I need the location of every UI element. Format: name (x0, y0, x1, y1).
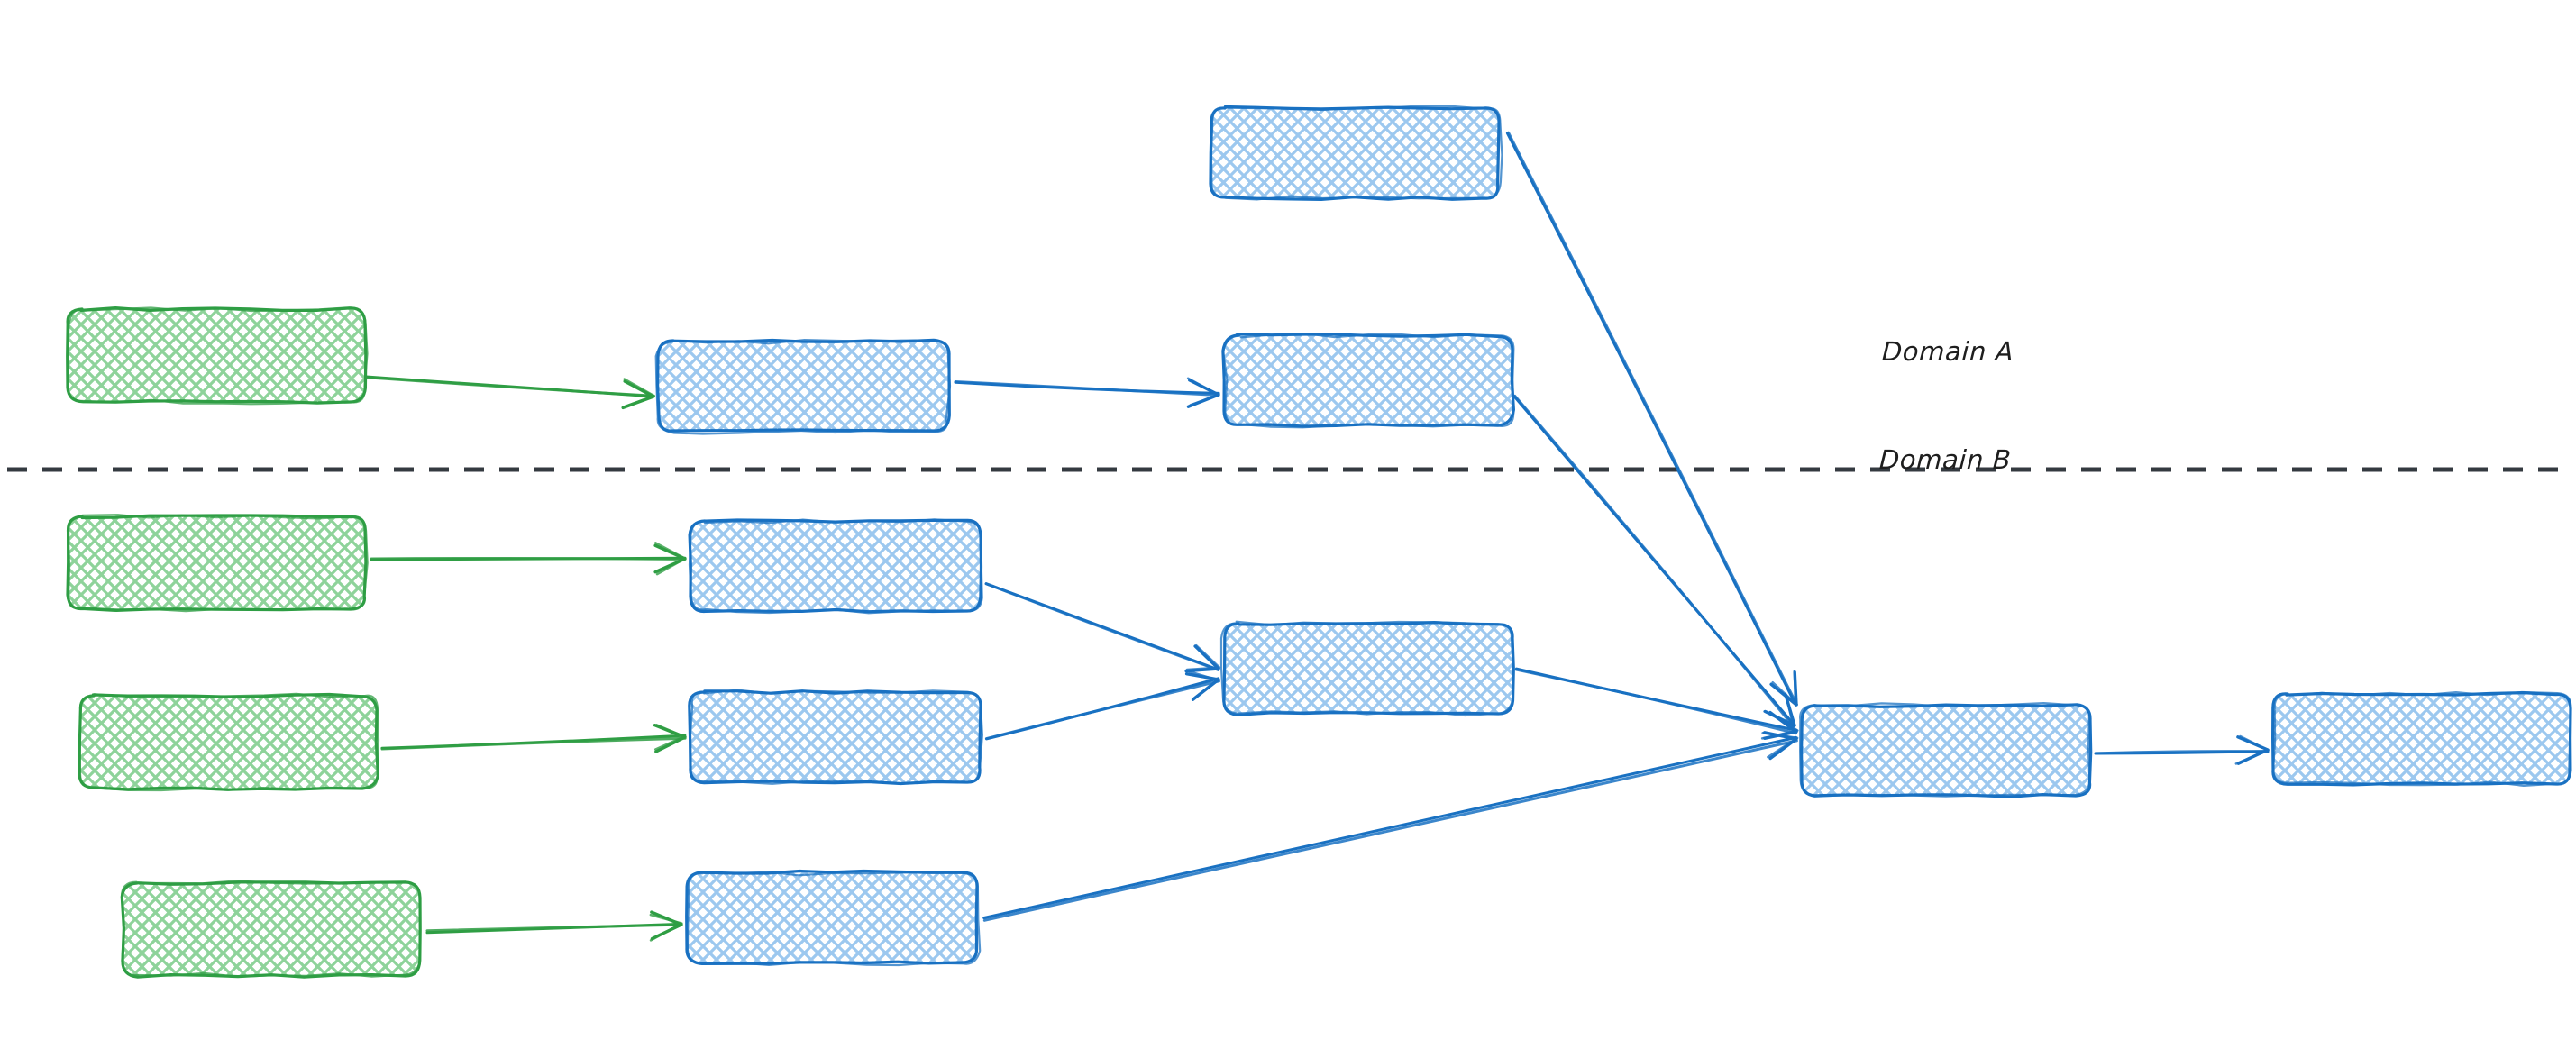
edge-arrow (370, 542, 687, 576)
edge-arrow (380, 724, 687, 753)
diagram-node-n-b-src-3[interactable] (120, 880, 422, 979)
diagram-node-n-a-right-1[interactable] (1221, 333, 1515, 429)
diagram-node-n-a-mid-1[interactable] (654, 338, 952, 435)
edge-arrow (1505, 131, 1798, 707)
diagram-node-n-b-merge[interactable] (1219, 620, 1515, 717)
edge-arrow (425, 910, 683, 942)
edge-arrow (984, 670, 1220, 741)
diagram-node-n-a-src-1[interactable] (66, 306, 369, 406)
diagram-node-n-b-mid-2[interactable] (688, 689, 983, 786)
edge-arrow (2094, 734, 2270, 765)
domain-a-label: Domain A (1881, 336, 2015, 367)
diagram-node-n-b-src-2[interactable] (78, 692, 380, 792)
edge-arrow (1514, 667, 1799, 740)
diagram-node-n-b-src-1[interactable] (66, 514, 369, 613)
edge-arrow (984, 582, 1221, 673)
diagram-node-n-b-final[interactable] (2271, 690, 2572, 787)
edge-arrow (982, 731, 1799, 922)
diagram-node-n-b-sink[interactable] (1799, 702, 2093, 798)
edge-arrow (954, 377, 1220, 408)
diagram-node-n-b-mid-1[interactable] (688, 518, 983, 615)
diagram-node-n-a-top-1[interactable] (1209, 105, 1503, 201)
edge-arrow (364, 375, 655, 410)
diagram-node-n-b-mid-3[interactable] (685, 869, 982, 967)
domain-b-label: Domain B (1878, 444, 2013, 475)
